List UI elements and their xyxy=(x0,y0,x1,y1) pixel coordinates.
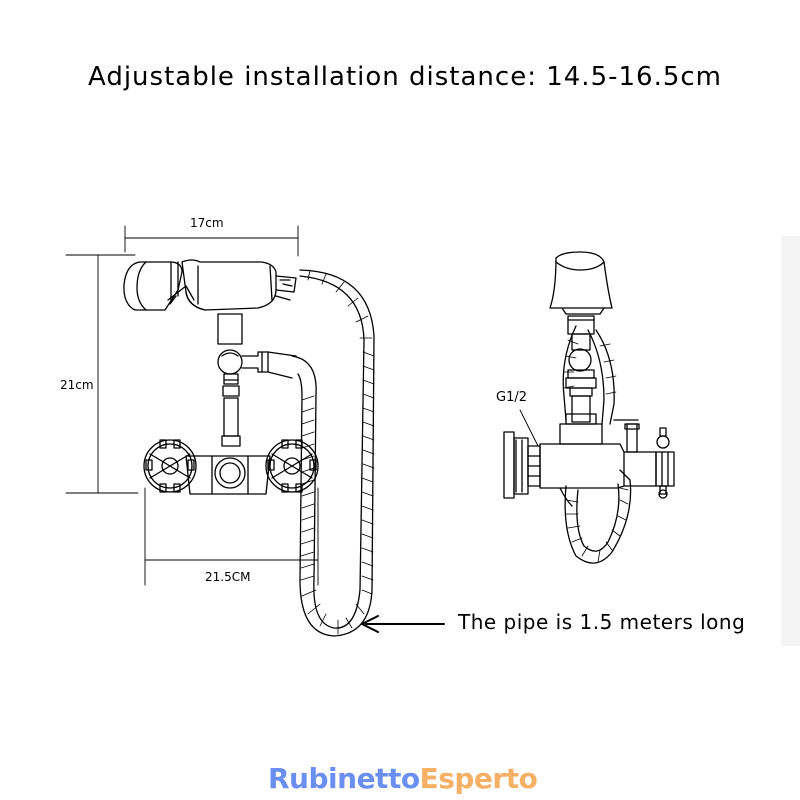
brand-logo: RubinettoEsperto xyxy=(268,762,538,795)
hand-shower xyxy=(123,259,297,311)
left-cross-handle xyxy=(143,439,197,493)
side-view xyxy=(503,251,675,564)
dimension-lines xyxy=(65,225,319,586)
shower-hose xyxy=(291,269,375,637)
dimension-center-distance-label: 21.5CM xyxy=(205,570,251,584)
page-edge-shade xyxy=(781,236,800,646)
right-cross-handle xyxy=(265,439,319,493)
brand-logo-part2: Esperto xyxy=(419,762,538,795)
hose-ribbing xyxy=(300,269,375,635)
brand-logo-part1: Rubinetto xyxy=(268,762,420,795)
dimension-width-label: 17cm xyxy=(190,216,224,230)
riser-pipe xyxy=(217,313,297,447)
thread-size-label: G1/2 xyxy=(496,390,527,405)
pipe-length-note: The pipe is 1.5 meters long xyxy=(458,610,746,634)
front-view xyxy=(65,225,445,637)
headline: Adjustable installation distance: 14.5-1… xyxy=(88,62,722,92)
arrow-to-hose xyxy=(361,615,445,633)
mixer-body xyxy=(185,455,271,495)
side-hose-ribbing xyxy=(563,339,629,563)
dimension-height-label: 21cm xyxy=(60,378,94,392)
